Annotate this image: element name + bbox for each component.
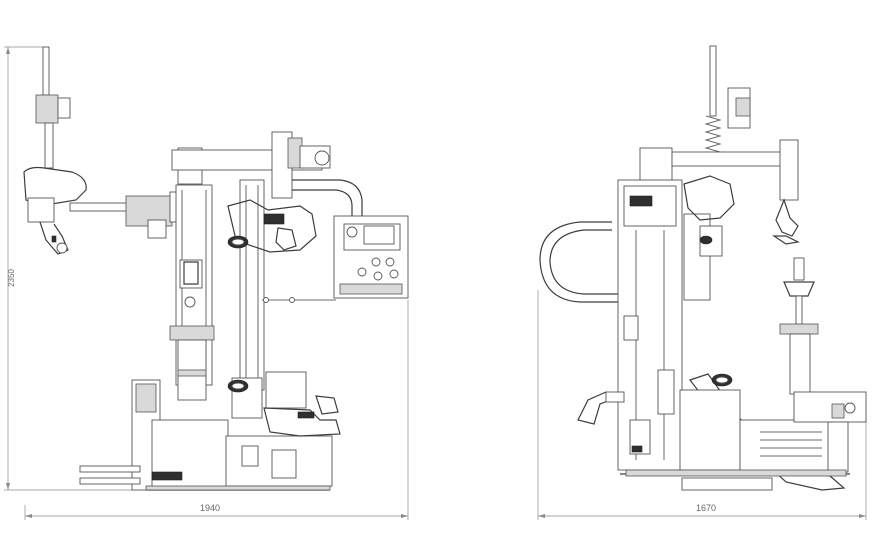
control-panel — [333, 215, 409, 299]
upper-column — [639, 45, 800, 245]
air-hose — [539, 221, 620, 303]
base-assembly — [79, 371, 341, 491]
front-base — [620, 389, 867, 491]
width-dimension-left-label: 1940 — [200, 503, 220, 513]
width-dimension-left: 1940 — [24, 300, 409, 520]
side-view-drawing: 2350 1940 — [4, 46, 409, 520]
main-tower — [617, 175, 735, 471]
helper-arm-column — [23, 46, 87, 255]
cable — [262, 297, 336, 303]
turntable-column — [779, 257, 819, 395]
front-view-drawing: 1670 — [537, 45, 867, 520]
height-dimension: 2350 — [4, 46, 140, 491]
height-dimension-label: 2350 — [7, 269, 16, 287]
tool-column — [227, 131, 331, 391]
pipe — [292, 179, 363, 218]
width-dimension-right-label: 1670 — [696, 503, 716, 513]
